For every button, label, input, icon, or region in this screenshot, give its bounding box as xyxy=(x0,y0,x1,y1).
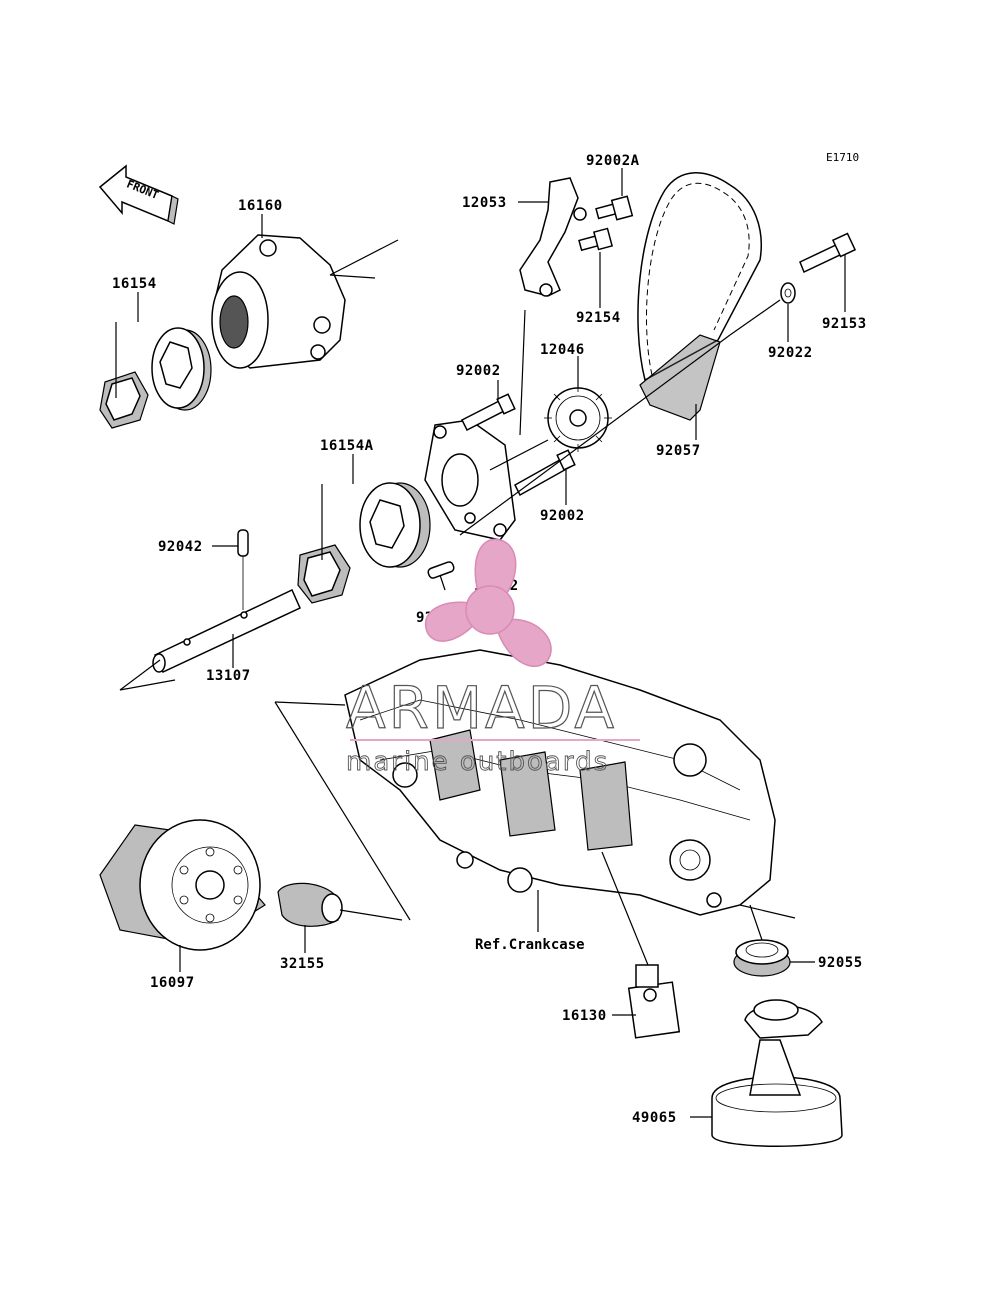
fitting-32155[interactable] xyxy=(277,882,403,927)
reference-crankcase-label: Ref.Crankcase xyxy=(475,937,585,953)
front-arrow-icon: FRONT xyxy=(98,164,179,225)
leader-lines xyxy=(115,168,846,1118)
label-49065: 49065 xyxy=(632,1110,677,1126)
bolt-92154[interactable] xyxy=(578,227,614,252)
pressure-switch-16130[interactable] xyxy=(601,851,681,1039)
label-16154A: 16154A xyxy=(320,438,374,454)
watermark-subtitle: marine outboards xyxy=(346,747,609,777)
label-12046: 12046 xyxy=(540,342,585,358)
label-92057: 92057 xyxy=(656,443,701,459)
label-92055: 92055 xyxy=(818,955,863,971)
label-92002-lower: 92002 xyxy=(540,508,585,524)
label-16154: 16154 xyxy=(112,276,157,292)
label-12053: 12053 xyxy=(462,195,507,211)
rotor-set-16154A[interactable] xyxy=(297,482,431,604)
label-16130: 16130 xyxy=(562,1008,607,1024)
label-92154: 92154 xyxy=(576,310,621,326)
filter-tool-49065[interactable] xyxy=(711,999,843,1147)
label-92042-upper: 92042 xyxy=(158,539,203,555)
bolt-92153[interactable] xyxy=(799,232,857,274)
crankcase xyxy=(274,649,796,921)
label-16097: 16097 xyxy=(150,975,195,991)
label-13107: 13107 xyxy=(206,668,251,684)
drive-chain-92057[interactable] xyxy=(637,172,762,421)
pin-92042-lower[interactable] xyxy=(427,561,455,579)
pin-92042-upper[interactable] xyxy=(237,529,249,610)
armada-watermark: ARMADA marine outboards xyxy=(345,538,640,777)
label-92022: 92022 xyxy=(768,345,813,361)
bolt-92002A[interactable] xyxy=(595,195,634,221)
plug-92055[interactable] xyxy=(733,904,791,977)
label-92153: 92153 xyxy=(822,316,867,332)
drawing-id: E1710 xyxy=(826,151,859,164)
label-16160: 16160 xyxy=(238,198,283,214)
pump-cover-16142[interactable] xyxy=(424,419,516,541)
label-32155: 32155 xyxy=(280,956,325,972)
shaft-13107[interactable] xyxy=(119,588,301,691)
chain-guide-12053[interactable] xyxy=(519,177,587,297)
label-92002A: 92002A xyxy=(586,153,640,169)
pump-housing-16160[interactable] xyxy=(211,234,399,369)
bolt-92002-upper[interactable] xyxy=(460,393,516,432)
oil-filter-16097[interactable] xyxy=(99,819,266,951)
watermark-title: ARMADA xyxy=(346,674,617,742)
label-92002-upper: 92002 xyxy=(456,363,501,379)
sprocket-12046[interactable] xyxy=(544,384,612,452)
washer-92022[interactable] xyxy=(780,282,796,304)
bolt-92002-lower[interactable] xyxy=(514,449,576,497)
propeller-logo-icon xyxy=(424,538,552,668)
rotor-set-16154[interactable] xyxy=(99,327,212,429)
